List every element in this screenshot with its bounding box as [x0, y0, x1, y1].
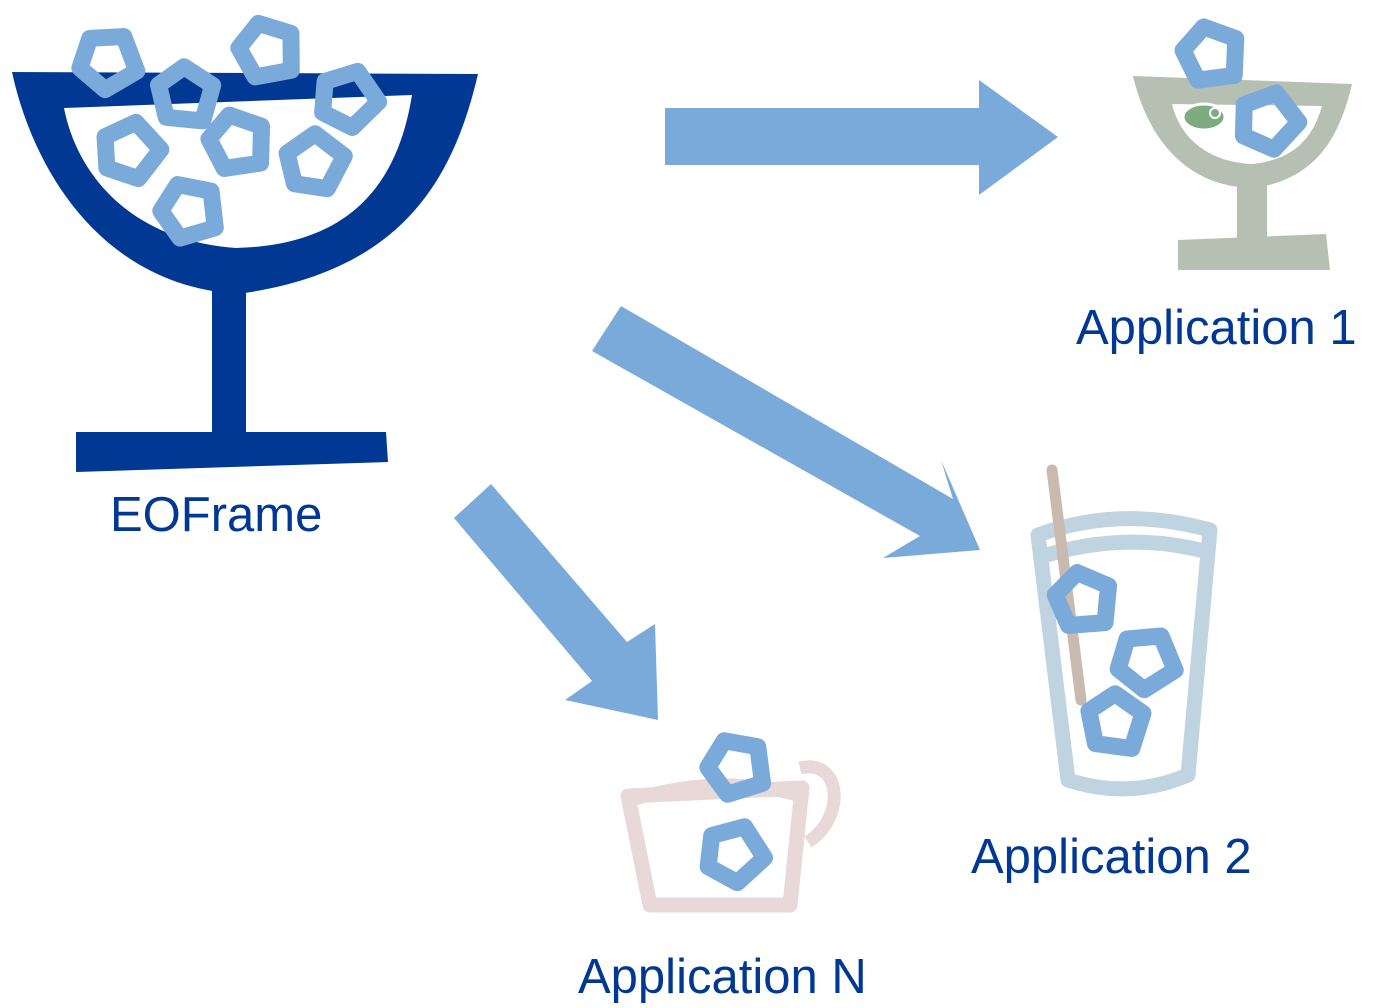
- application-1-label: Application 1: [1076, 301, 1357, 355]
- martini-base: [1178, 234, 1330, 270]
- martini-stem: [1237, 180, 1267, 246]
- tall-glass-icon: [1030, 464, 1218, 797]
- arrow-to-application-1: [665, 80, 1058, 195]
- source-label: EOFrame: [110, 488, 323, 542]
- martini-glass-icon: [1133, 23, 1352, 270]
- olive-icon: [1181, 102, 1227, 132]
- application-n-label: Application N: [578, 950, 867, 1004]
- bowl-base: [76, 432, 388, 472]
- arrows: [454, 80, 1058, 720]
- arrow-to-application-n: [454, 484, 658, 720]
- mug-ice-cubes: [699, 740, 770, 891]
- mug-handle: [798, 760, 841, 848]
- tall-glass-outline: [1030, 511, 1218, 797]
- ice-bowl-icon: [12, 20, 478, 472]
- bowl-stem: [212, 288, 246, 443]
- olive-pimento: [1209, 107, 1221, 119]
- arrow-to-application-2: [592, 306, 980, 558]
- application-2-label: Application 2: [971, 830, 1252, 884]
- mug-icon: [620, 740, 841, 913]
